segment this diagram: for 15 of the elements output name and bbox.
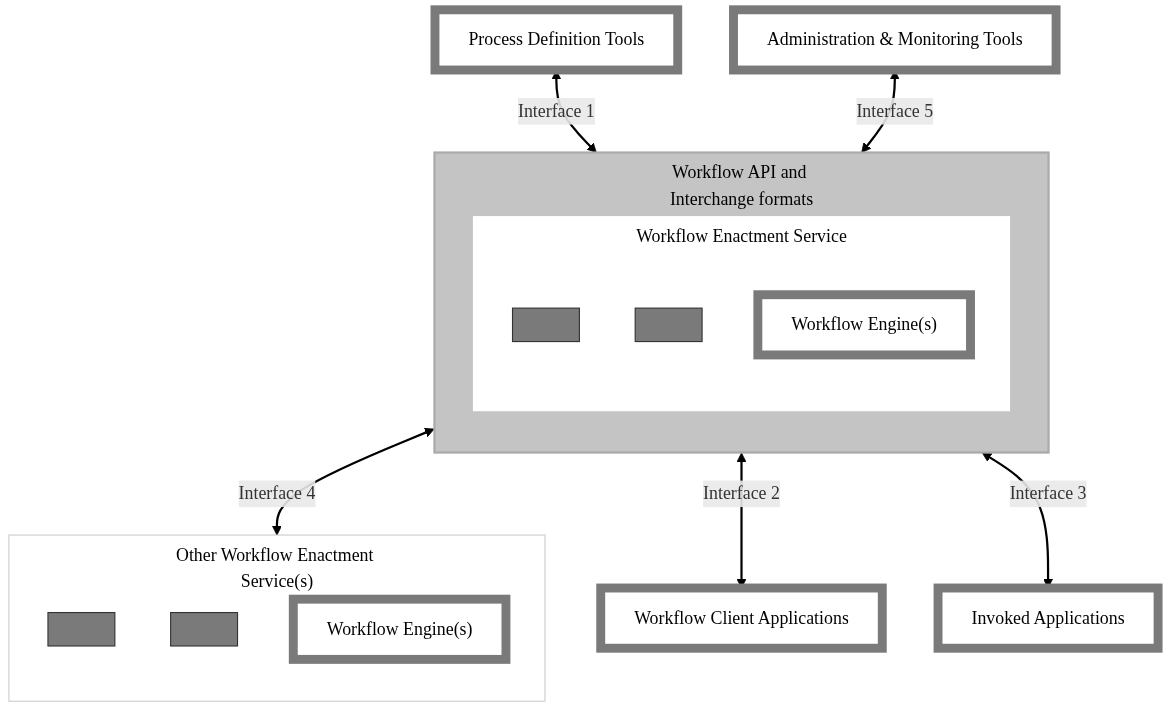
edge-label: Interface 2 xyxy=(703,483,780,503)
edge-label: Interface 1 xyxy=(517,101,595,121)
node-box: Administration & Monitoring Tools xyxy=(729,5,1061,75)
node-box xyxy=(634,307,703,343)
node-box: Workflow Engine(s) xyxy=(288,594,511,664)
node-box: Workflow Engine(s) xyxy=(753,290,975,360)
edge-label: Interface 4 xyxy=(238,483,316,503)
node-box: Process Definition Tools xyxy=(430,5,683,75)
node-box: Invoked Applications xyxy=(933,583,1163,653)
node-box xyxy=(511,307,580,343)
edge-label: Interface 5 xyxy=(856,101,934,121)
node-box xyxy=(170,612,239,647)
node-box: Workflow Client Applications xyxy=(596,583,887,653)
node-box xyxy=(47,612,116,647)
edge-label: Interface 3 xyxy=(1009,483,1087,503)
